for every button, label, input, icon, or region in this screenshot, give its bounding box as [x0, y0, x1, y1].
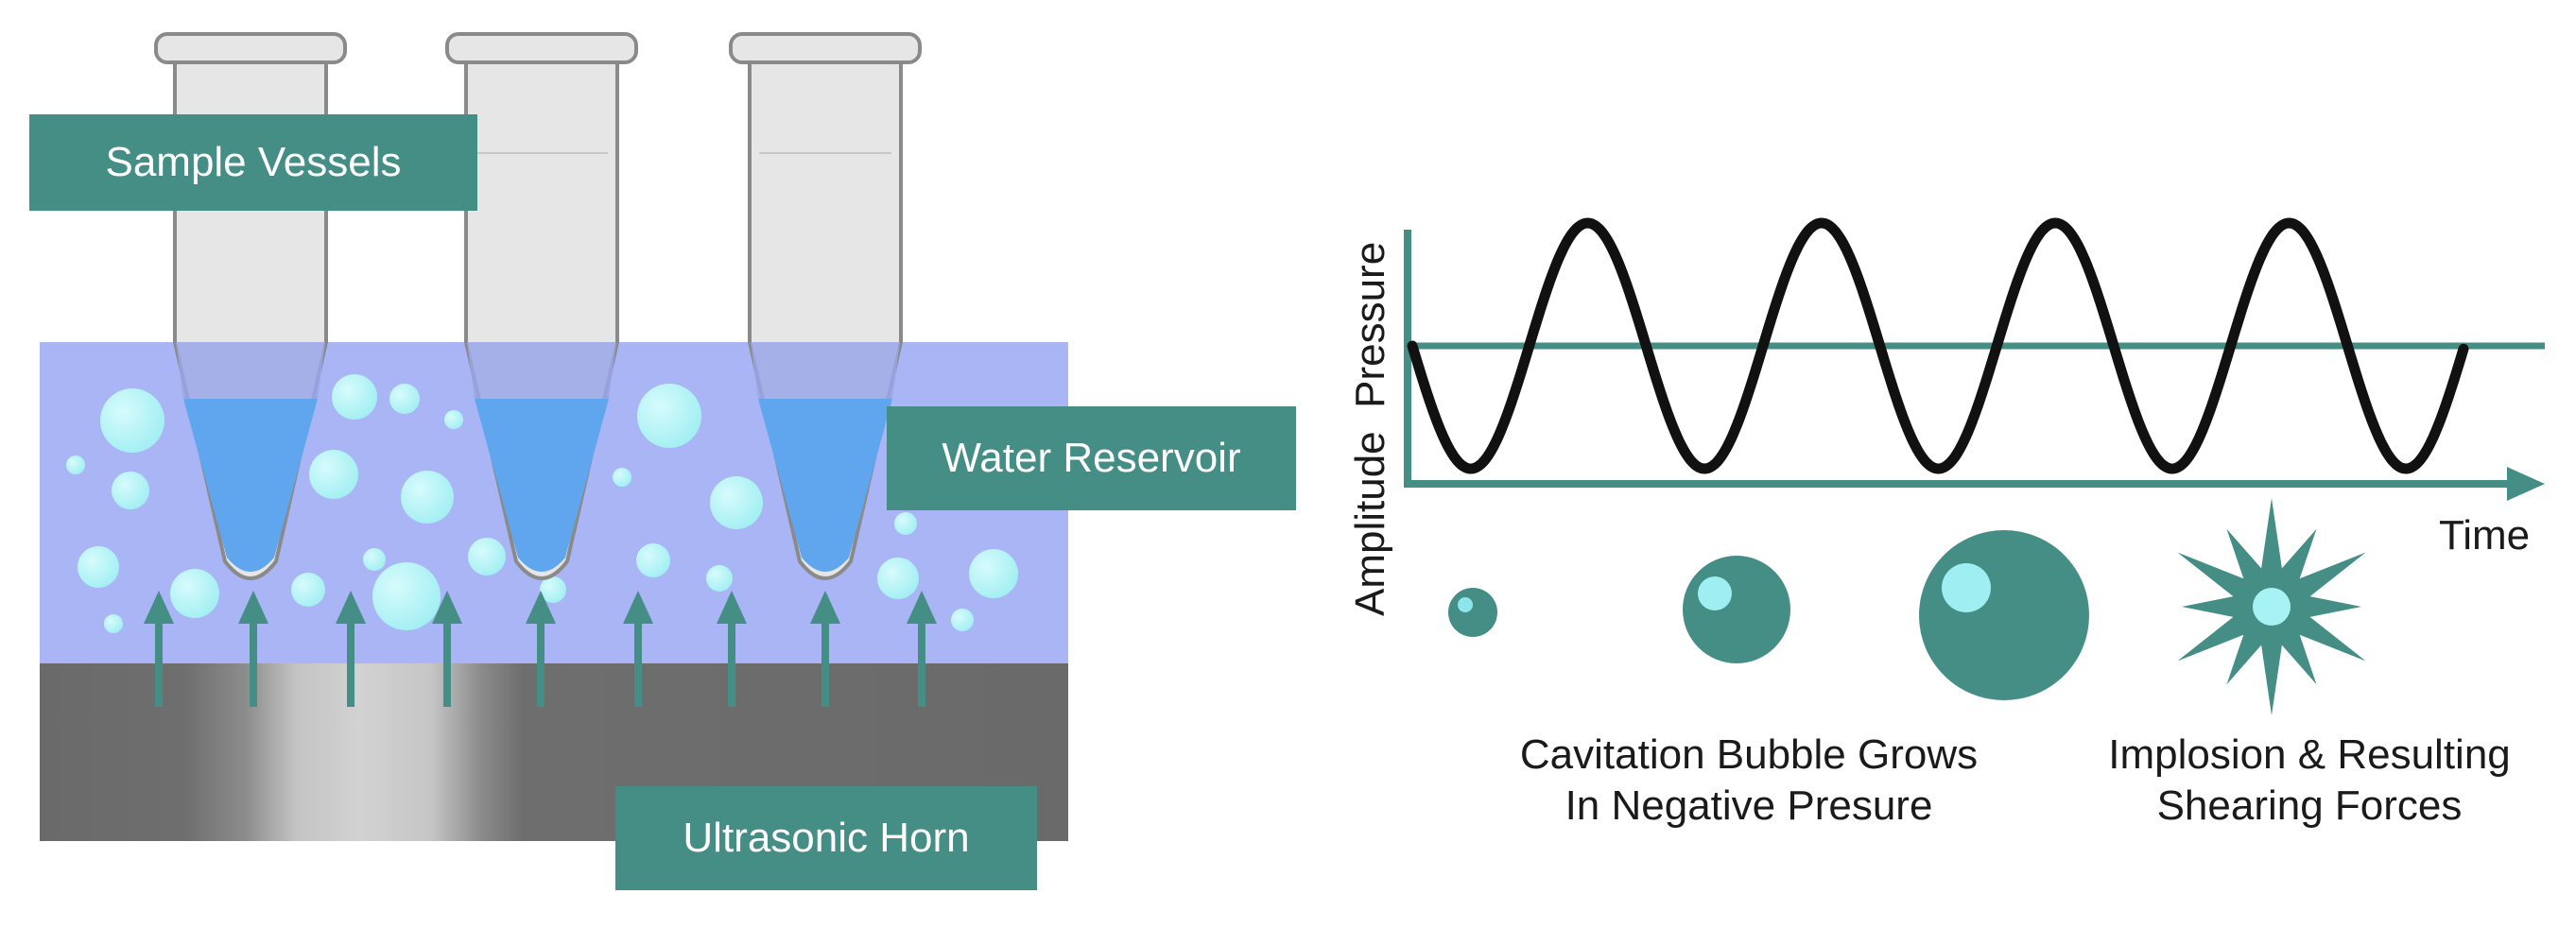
up-arrow [144, 591, 174, 707]
tube-submerged [467, 342, 616, 399]
implosion-caption: Implosion & Resulting Shearing Forces [2059, 730, 2560, 831]
large-bubble-highlight [1942, 563, 1991, 612]
reservoir-bubble [363, 548, 386, 571]
reservoir-bubble [540, 576, 566, 603]
reservoir-bubble [389, 384, 420, 414]
large-bubble [1919, 530, 2089, 700]
reservoir-bubble [468, 538, 506, 576]
reservoir-bubble [613, 468, 631, 487]
tube-liquid [475, 399, 609, 572]
reservoir-bubble [332, 374, 377, 420]
x-axis-label: Time [2439, 512, 2531, 559]
tube-rim [445, 32, 638, 64]
reservoir-bubble [309, 450, 358, 499]
sample-vessels [154, 32, 922, 580]
reservoir-bubble [372, 562, 441, 630]
reservoir-bubble [112, 472, 149, 509]
implosion-core [2253, 588, 2291, 626]
tube-liquid [183, 399, 318, 572]
ultrasonic-wave-arrows [144, 591, 937, 707]
x-axis-arrowhead [2507, 467, 2545, 501]
tube-rim [729, 32, 922, 64]
up-arrow [623, 591, 653, 707]
pressure-wave-plot [1404, 217, 2545, 501]
tube-submerged [751, 342, 900, 399]
medium-bubble [1683, 556, 1790, 663]
up-arrow [717, 591, 747, 707]
reservoir-bubble [66, 455, 85, 474]
medium-bubble-highlight [1698, 576, 1732, 610]
reservoir-bubble [291, 573, 325, 607]
reservoir-bubble [104, 614, 123, 633]
up-arrow [238, 591, 268, 707]
implosion-caption-line1: Implosion & Resulting [2108, 731, 2511, 778]
pressure-sine-wave [1407, 217, 2469, 474]
reservoir-bubble [637, 384, 701, 448]
reservoir-bubble [444, 410, 463, 429]
reservoir-bubble [894, 512, 917, 535]
sample-tube [729, 32, 922, 580]
up-arrow [907, 591, 937, 707]
reservoir-bubble [951, 609, 974, 631]
ultrasonic-horn-label: Ultrasonic Horn [615, 786, 1037, 890]
up-arrow [336, 591, 366, 707]
small-bubble [1448, 588, 1497, 637]
up-arrow [432, 591, 462, 707]
reservoir-bubble [636, 543, 670, 577]
y-axis-label: Amplitude Pressure [1347, 241, 1393, 616]
reservoir-bubble [969, 549, 1018, 598]
implosion-caption-line2: Shearing Forces [2156, 782, 2463, 829]
reservoir-bubble [877, 558, 919, 599]
sample-tube [445, 32, 638, 580]
water-reservoir-label: Water Reservoir [887, 406, 1296, 510]
reservoir-bubble [710, 476, 763, 529]
bubble-growth-caption-line1: Cavitation Bubble Grows [1519, 731, 1979, 778]
sample-vessels-label: Sample Vessels [29, 114, 477, 211]
up-arrow [526, 591, 556, 707]
reservoir-bubble [78, 546, 119, 588]
reservoir-bubble [706, 565, 733, 592]
tube-submerged [176, 342, 325, 399]
reservoir-bubble [100, 388, 164, 453]
up-arrow [810, 591, 840, 707]
bubble-growth-caption-line2: In Negative Presure [1565, 782, 1933, 829]
reservoir-bubble [170, 569, 219, 618]
reservoir-bubble [401, 471, 454, 524]
bubble-growth-caption: Cavitation Bubble Grows In Negative Pres… [1427, 730, 2070, 831]
bubble-growth-stages [1448, 498, 2366, 715]
small-bubble-highlight [1458, 597, 1473, 612]
tube-rim [154, 32, 347, 64]
tube-liquid [758, 399, 892, 572]
